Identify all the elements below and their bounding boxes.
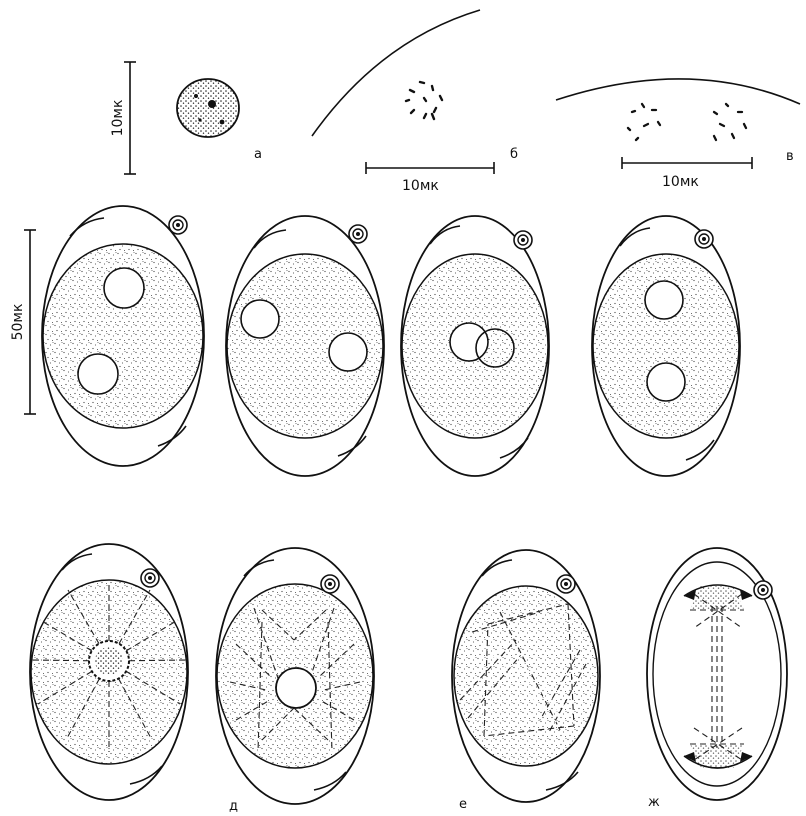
- scale-label-b: 10мк: [402, 178, 439, 194]
- nucleus-d2: [276, 668, 316, 708]
- panel-label-e: е: [459, 797, 467, 812]
- egg-d1: [30, 544, 188, 800]
- scale-bar-50: 50мк: [10, 230, 36, 414]
- egg-3: [401, 216, 549, 476]
- panel-v: 10мк в: [556, 79, 800, 190]
- pronucleus: [647, 363, 685, 401]
- chromosomes-b: [406, 82, 442, 119]
- chromosome-group-right: [714, 104, 746, 140]
- pronucleus: [104, 268, 144, 308]
- panel-label-a: а: [254, 147, 262, 162]
- egg-surface-v: [556, 79, 800, 104]
- chromosome-group-left: [628, 104, 660, 140]
- panel-label-v: в: [786, 149, 794, 164]
- panel-label-b: б: [510, 147, 518, 162]
- scale-label-50: 50мк: [10, 304, 26, 341]
- panel-a: 10мк а: [110, 62, 262, 174]
- pronucleus: [645, 281, 683, 319]
- egg-surface-b: [312, 10, 480, 136]
- panel-label-d: д: [229, 799, 238, 814]
- egg-e: [452, 550, 600, 802]
- nucleus-a: [177, 79, 239, 137]
- pronucleus: [450, 323, 488, 361]
- egg-1: [42, 206, 204, 466]
- egg-2: [226, 216, 384, 476]
- egg-4: [592, 216, 740, 476]
- pronucleus: [78, 354, 118, 394]
- panel-label-zh: ж: [648, 795, 660, 810]
- pronucleus: [241, 300, 279, 338]
- scale-label-v: 10мк: [662, 174, 699, 190]
- scale-label-a: 10мк: [110, 100, 126, 137]
- pronucleus: [329, 333, 367, 371]
- egg-d2: [216, 548, 374, 804]
- panel-b: 10мк б: [312, 10, 518, 194]
- egg-zh: [647, 548, 787, 800]
